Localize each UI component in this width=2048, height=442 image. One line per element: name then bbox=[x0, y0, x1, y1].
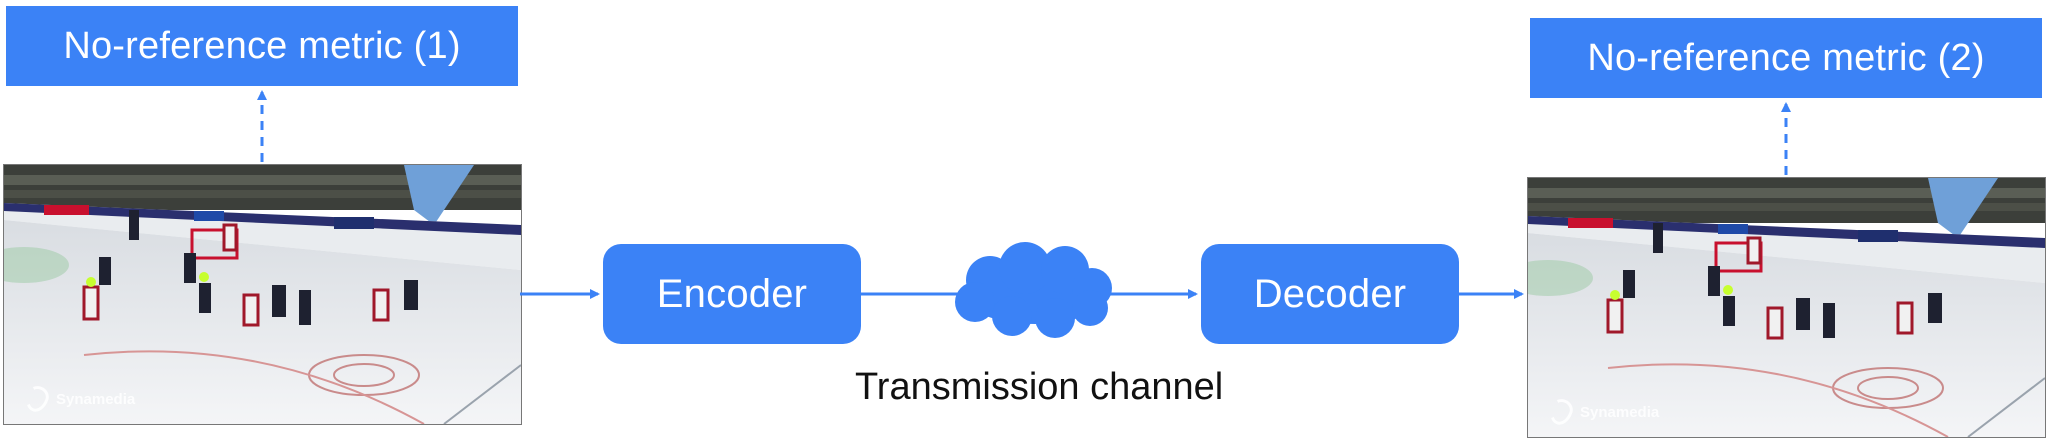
watermark-text: Synamedia bbox=[1580, 403, 1660, 421]
decoder-label: Decoder bbox=[1253, 271, 1407, 316]
no-reference-metric-2-label: No-reference metric (2) bbox=[1587, 36, 1985, 79]
transmission-channel-label: Transmission channel bbox=[855, 366, 1224, 408]
synamedia-watermark: Synamedia bbox=[1546, 396, 1660, 428]
encoder-label: Encoder bbox=[656, 271, 808, 316]
no-reference-metric-1-label: No-reference metric (1) bbox=[63, 24, 461, 67]
encoder-box: Encoder bbox=[603, 244, 861, 344]
decoded-video-frame: Synamedia bbox=[1527, 177, 2046, 438]
decoder-box: Decoder bbox=[1201, 244, 1459, 344]
no-reference-metric-2-box: No-reference metric (2) bbox=[1530, 18, 2042, 98]
watermark-text: Synamedia bbox=[56, 390, 136, 408]
transmission-cloud-icon bbox=[955, 242, 1112, 338]
no-reference-metric-1-box: No-reference metric (1) bbox=[6, 6, 518, 86]
synamedia-watermark: Synamedia bbox=[22, 383, 136, 415]
